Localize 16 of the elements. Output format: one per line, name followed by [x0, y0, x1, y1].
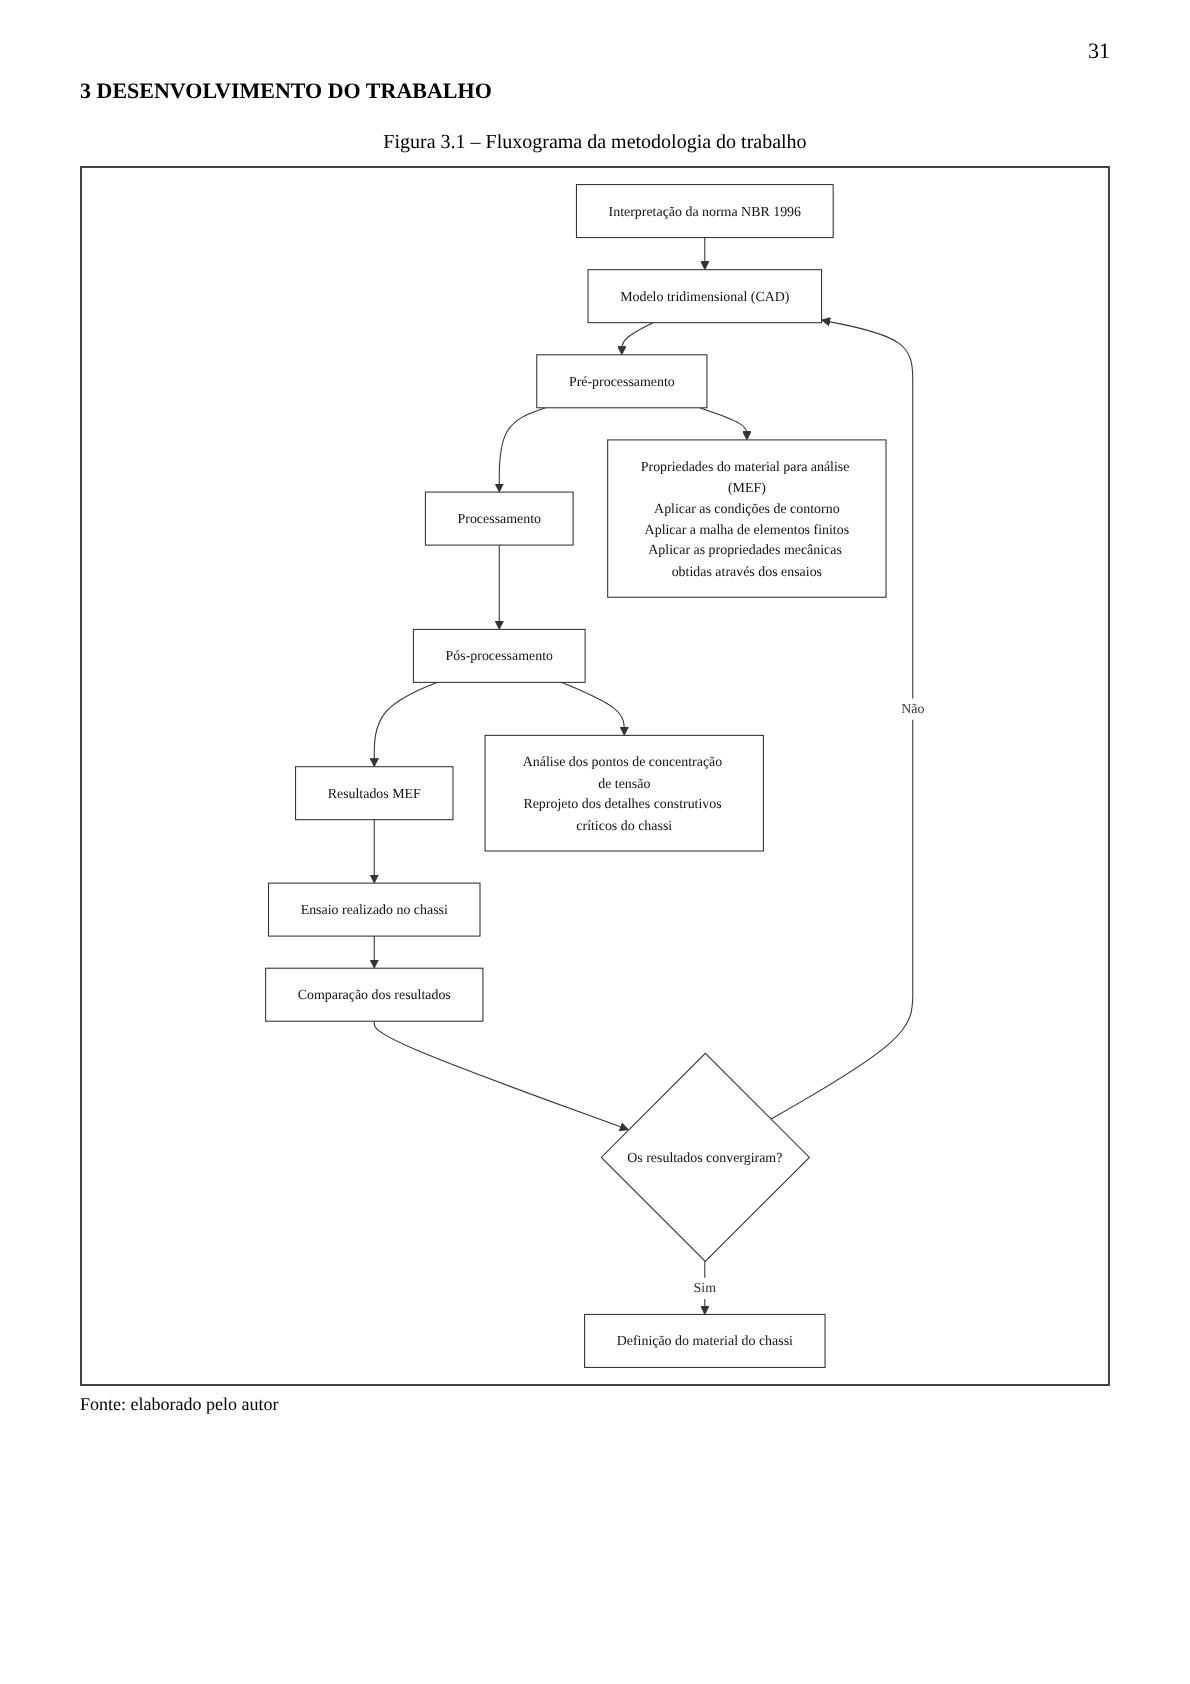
figure-source: Fonte: elaborado pelo autor — [80, 1394, 281, 1414]
page-number: 31 — [1086, 40, 1110, 64]
figure-title: Figura 3.1 – Fluxograma da metodologia do trabalho — [381, 132, 809, 154]
arrow — [373, 1020, 629, 1132]
section-heading: 3 DESENVOLVIMENTO DO TRABALHO — [80, 80, 494, 104]
arrow — [369, 819, 379, 884]
arrow — [494, 544, 504, 630]
arrow — [699, 407, 752, 441]
arrow — [770, 317, 914, 1120]
arrow — [700, 237, 710, 271]
arrow — [369, 681, 438, 768]
arrow — [617, 322, 654, 356]
arrow — [700, 1260, 710, 1315]
arrow — [369, 935, 379, 969]
arrow — [561, 681, 629, 736]
arrow — [494, 407, 547, 493]
